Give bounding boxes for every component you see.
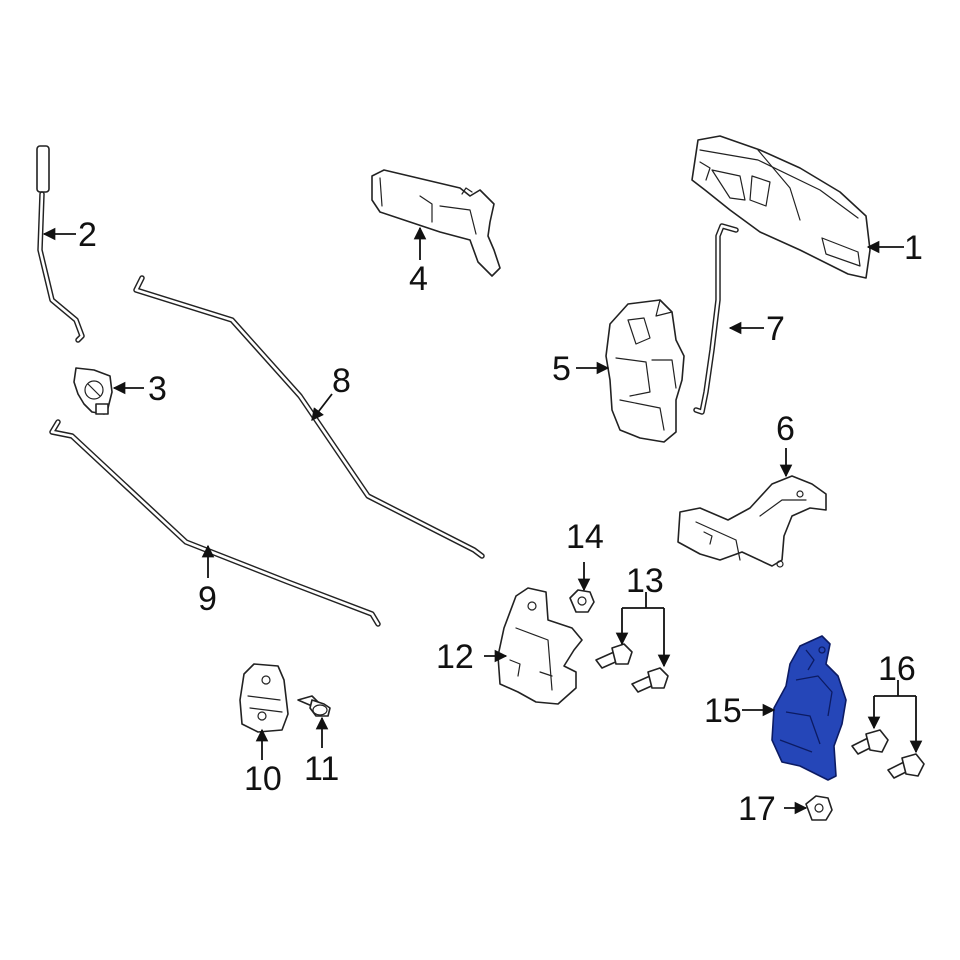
- callout-16: 16: [878, 650, 916, 688]
- part-8-rod: [133, 275, 485, 559]
- callout-14: 14: [566, 518, 604, 556]
- callout-8: 8: [332, 362, 351, 400]
- callout-11: 11: [304, 750, 339, 788]
- part-9-rod: [49, 419, 381, 627]
- part-10-striker: [239, 663, 289, 733]
- callout-13: 13: [626, 562, 664, 600]
- callout-3: 3: [148, 370, 167, 408]
- callout-1: 1: [904, 229, 923, 267]
- part-6-bracket: [677, 475, 827, 568]
- callout-12: 12: [436, 638, 474, 676]
- leader-8: [311, 393, 333, 421]
- leader-13: [622, 592, 664, 609]
- part-2-cylinder-rod: [36, 145, 85, 343]
- part-17-nut: [805, 795, 833, 821]
- callout-15: 15: [704, 692, 742, 730]
- part-12-bracket: [497, 587, 583, 705]
- callout-17: 17: [738, 790, 776, 828]
- part-5-actuator: [605, 299, 685, 443]
- part-15-latch-highlighted: [771, 635, 847, 781]
- leader-lines: [42, 226, 923, 815]
- part-16-bolts: [851, 729, 925, 779]
- part-13-bolts: [595, 643, 669, 693]
- callout-5: 5: [552, 350, 571, 388]
- callout-labels: 1 2 3 4 5 6 7 8 9 10 11 12 13 14 15 16 1…: [78, 216, 923, 828]
- part-14-nut: [569, 589, 595, 613]
- callout-10: 10: [244, 760, 282, 798]
- callout-7: 7: [766, 310, 785, 348]
- part-3-clip: [73, 367, 113, 415]
- leader-16: [874, 680, 916, 697]
- part-4-inside-handle: [371, 169, 501, 277]
- callout-6: 6: [776, 410, 795, 448]
- callout-2: 2: [78, 216, 97, 254]
- part-11-screw: [297, 695, 331, 717]
- part-7-rod: [693, 223, 739, 415]
- callout-4: 4: [409, 260, 428, 298]
- part-1-handle-housing: [691, 135, 871, 279]
- callout-9: 9: [198, 580, 217, 618]
